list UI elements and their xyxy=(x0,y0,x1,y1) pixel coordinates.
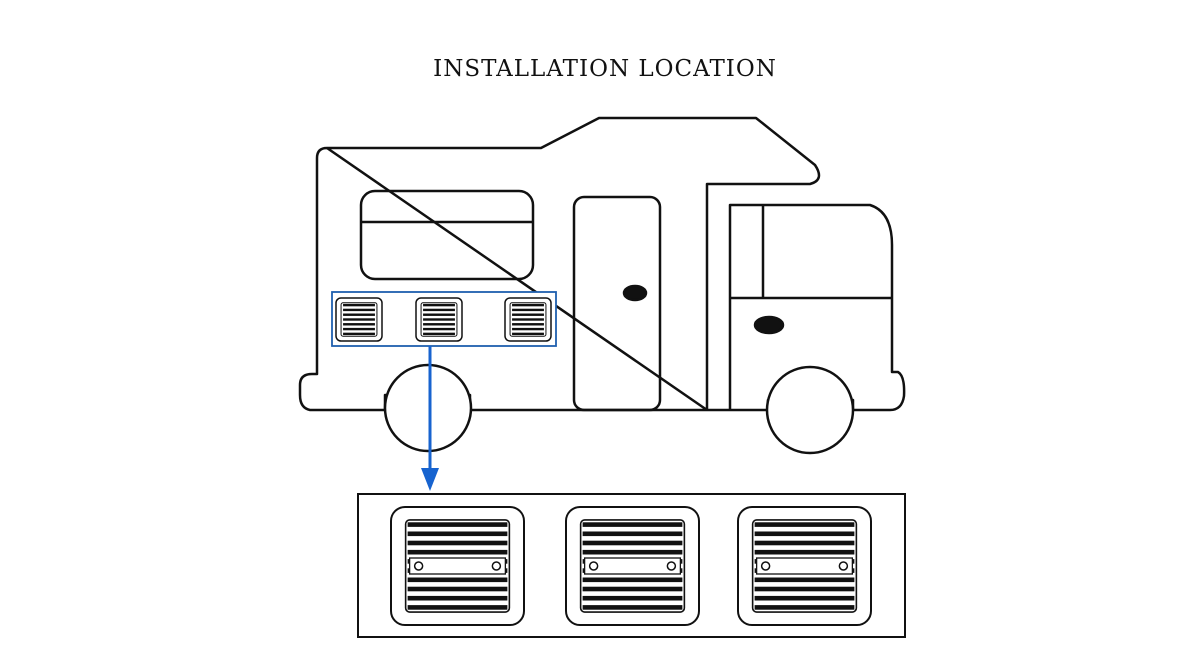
side-vent-icon xyxy=(737,506,872,626)
small-vents xyxy=(335,297,552,342)
cab-door-handle xyxy=(753,315,785,335)
side-vent-icon xyxy=(504,297,552,342)
side-vent-icon xyxy=(390,506,525,626)
side-vent-icon xyxy=(335,297,383,342)
down-arrow-icon xyxy=(421,346,439,491)
rear-wheel xyxy=(383,363,473,453)
side-vent-icon xyxy=(415,297,463,342)
side-vent-icon xyxy=(565,506,700,626)
rv-door xyxy=(572,195,662,412)
rv-door-handle xyxy=(622,284,648,302)
front-wheel xyxy=(765,365,855,455)
diagram-title: INSTALLATION LOCATION xyxy=(433,56,777,82)
rv-window xyxy=(359,189,535,281)
rv-motorhome-icon xyxy=(298,116,906,455)
rv-body-outline xyxy=(298,116,906,412)
big-vents xyxy=(390,506,872,626)
